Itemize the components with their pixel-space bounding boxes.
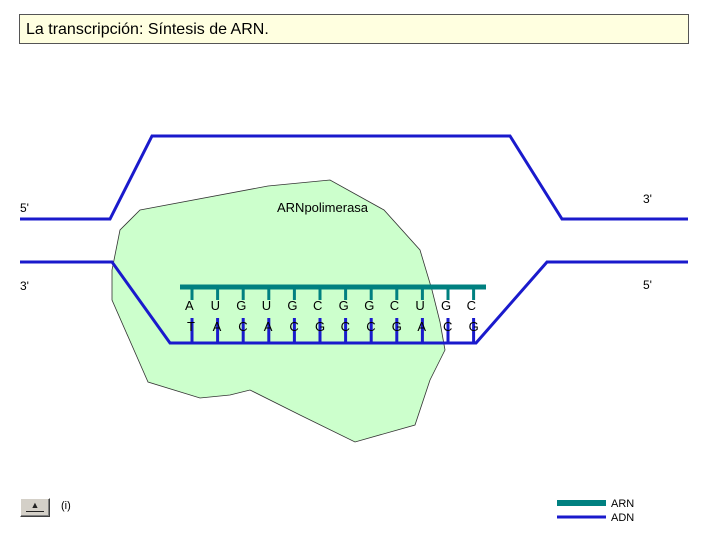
up-arrow-icon: ▲	[30, 500, 40, 510]
rna-base-letter: C	[467, 298, 476, 313]
dna-base-letter: G	[469, 319, 479, 334]
rna-base-letter: G	[441, 298, 451, 313]
info-link[interactable]: (i)	[61, 500, 71, 512]
enzyme-label: ARNpolimerasa	[277, 200, 369, 215]
rna-base-letter: G	[287, 298, 297, 313]
dna-base-letter: C	[366, 319, 375, 334]
rna-base-letter: C	[390, 298, 399, 313]
legend-dna-label: ADN	[611, 512, 634, 524]
legend-rna-label: ARN	[611, 498, 634, 510]
dna-base-letter: T	[187, 319, 195, 334]
rna-base-letter: C	[313, 298, 322, 313]
rna-base-letter: U	[415, 298, 424, 313]
dna-base-letter: C	[341, 319, 350, 334]
dna-base-letter: G	[392, 319, 402, 334]
rna-base-letter: G	[236, 298, 246, 313]
rna-base-letter: U	[262, 298, 271, 313]
rna-base-letter: U	[211, 298, 220, 313]
dna-base-ticks	[190, 318, 476, 343]
dna-base-letter: A	[213, 319, 222, 334]
strand-label-top-left: 5'	[20, 201, 29, 215]
dna-strand-top	[20, 134, 688, 221]
strand-label-bottom-left: 3'	[20, 279, 29, 293]
dna-base-letter: G	[315, 319, 325, 334]
strand-label-bottom-right: 5'	[643, 278, 652, 292]
dna-strand-bottom	[20, 260, 688, 345]
back-button[interactable]: ▲	[20, 498, 50, 517]
rna-polymerase-enzyme	[111, 179, 446, 443]
strand-label-top-right: 3'	[643, 192, 652, 206]
dna-base-letter: C	[289, 319, 298, 334]
rna-base-letter: G	[339, 298, 349, 313]
dna-base-letter: A	[417, 319, 426, 334]
rna-base-letter: A	[185, 298, 194, 313]
rna-base-ticks	[190, 287, 476, 300]
dna-base-letter: C	[238, 319, 247, 334]
page-title: La transcripción: Síntesis de ARN.	[19, 14, 689, 44]
dna-base-letter: C	[443, 319, 452, 334]
rna-base-letter: G	[364, 298, 374, 313]
dna-base-letter: A	[264, 319, 273, 334]
